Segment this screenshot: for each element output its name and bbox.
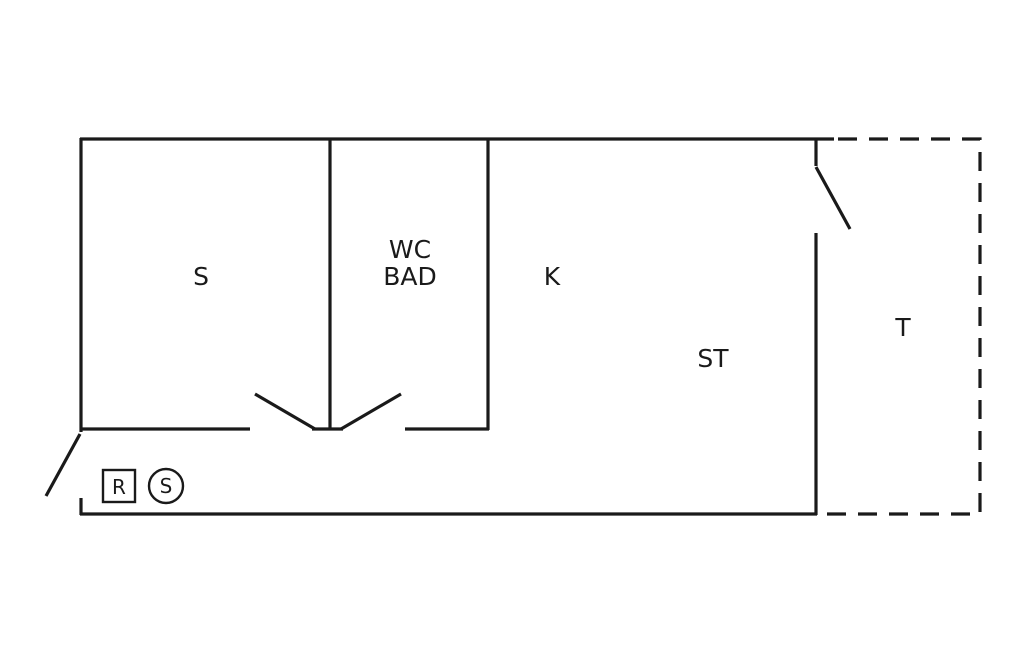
room-label-st: ST [697, 344, 729, 373]
bathroom-door [340, 392, 402, 431]
interior-walls [80, 138, 490, 431]
terrace-door [814, 166, 852, 230]
s-circle-label: S [160, 474, 173, 498]
bedroom-door [254, 392, 316, 431]
room-label-s: S [193, 262, 209, 291]
r-box-label: R [112, 475, 126, 499]
entrance-door [44, 433, 82, 497]
doors [44, 166, 852, 497]
room-labels: S WC BAD K ST T [193, 235, 911, 373]
terrace-dashed-boundary [822, 137, 982, 516]
room-label-k: K [544, 262, 561, 291]
s-circle-symbol: S [147, 467, 185, 505]
room-label-t: T [894, 313, 911, 342]
r-box-symbol: R [101, 468, 137, 504]
terrace-outline [822, 137, 982, 516]
symbols: R S [101, 467, 185, 505]
exterior-walls [79, 137, 834, 516]
room-label-wc: WC [389, 235, 431, 264]
room-label-bad: BAD [383, 262, 437, 291]
